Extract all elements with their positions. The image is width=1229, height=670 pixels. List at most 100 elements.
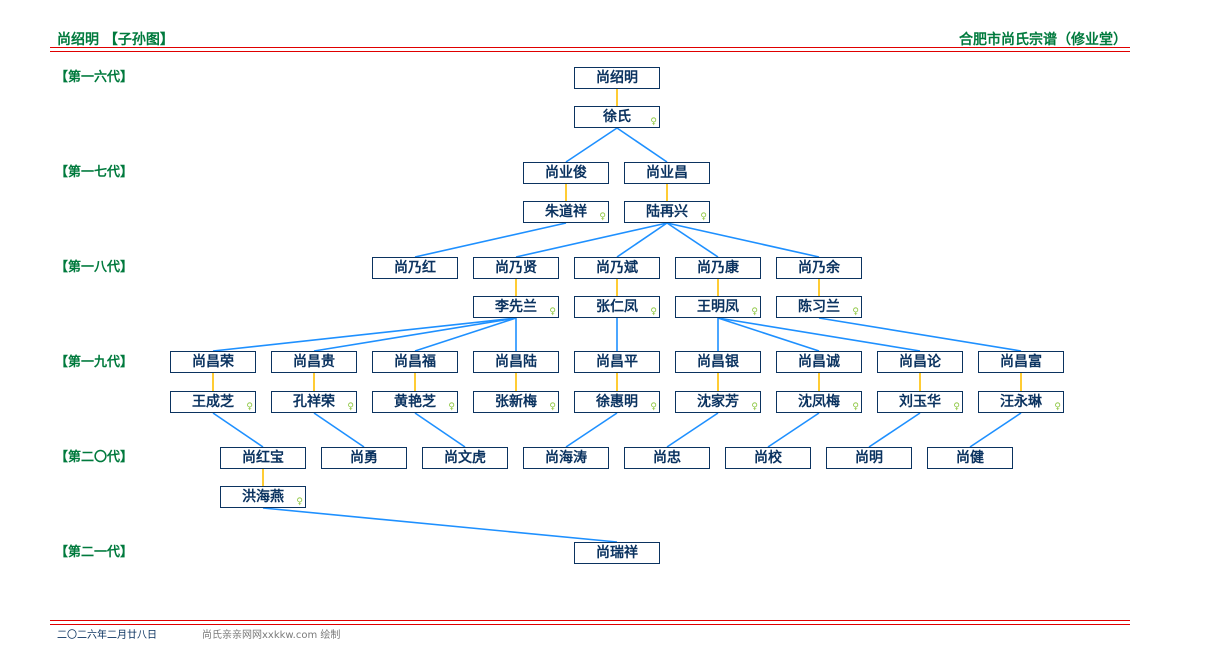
spouse-box[interactable]: 王成芝♀: [170, 391, 256, 413]
spouse-box[interactable]: 汪永琳♀: [978, 391, 1064, 413]
person-name: 尚健: [956, 450, 984, 466]
header-rule: [50, 47, 1130, 48]
person-box[interactable]: 尚业俊: [523, 162, 609, 184]
person-box[interactable]: 尚瑞祥: [574, 542, 660, 564]
female-icon: ♀: [700, 212, 707, 222]
person-name: 尚昌福: [394, 354, 436, 370]
female-icon: ♀: [549, 307, 556, 317]
spouse-box[interactable]: 沈家芳 ♀: [675, 391, 761, 413]
descent-line: [666, 412, 719, 448]
person-box[interactable]: 尚昌陆: [473, 351, 559, 373]
person-box[interactable]: 尚乃余: [776, 257, 862, 279]
person-name: 尚昌诚: [798, 354, 840, 370]
person-name: 尚海涛: [545, 450, 587, 466]
person-box[interactable]: 尚健: [927, 447, 1013, 469]
person-box[interactable]: 尚乃康: [675, 257, 761, 279]
generation-label: 【第二一代】: [55, 545, 134, 560]
person-name: 张仁凤: [596, 299, 638, 315]
person-name: 徐惠明: [596, 394, 638, 410]
female-icon: ♀: [751, 402, 758, 412]
person-box[interactable]: 尚明: [826, 447, 912, 469]
person-name: 沈凤梅: [798, 394, 840, 410]
female-icon: ♀: [852, 402, 859, 412]
footer-date: 二〇二六年二月廿八日: [57, 630, 157, 641]
person-box[interactable]: 尚昌贵: [271, 351, 357, 373]
spouse-box[interactable]: 刘玉华♀: [877, 391, 963, 413]
person-box[interactable]: 尚乃斌: [574, 257, 660, 279]
person-name: 尚乃斌: [596, 260, 638, 276]
person-name: 沈家芳: [697, 394, 739, 410]
person-name: 尚昌荣: [192, 354, 234, 370]
spouse-box[interactable]: 王明凤 ♀: [675, 296, 761, 318]
person-box[interactable]: 尚绍明: [574, 67, 660, 89]
person-box[interactable]: 尚忠: [624, 447, 710, 469]
spouse-box[interactable]: 孔祥荣♀: [271, 391, 357, 413]
descent-line: [565, 127, 618, 163]
spouse-box[interactable]: 黄艳芝♀: [372, 391, 458, 413]
footer-rule: [50, 620, 1130, 621]
descent-line: [666, 222, 820, 258]
descent-line: [515, 222, 668, 258]
person-name: 尚业俊: [545, 165, 587, 181]
descent-line: [868, 412, 921, 448]
person-name: 尚昌陆: [495, 354, 537, 370]
person-box[interactable]: 尚昌平: [574, 351, 660, 373]
person-box[interactable]: 尚校: [725, 447, 811, 469]
female-icon: ♀: [296, 497, 303, 507]
person-box[interactable]: 尚昌荣: [170, 351, 256, 373]
person-box[interactable]: 尚文虎: [422, 447, 508, 469]
person-box[interactable]: 尚业昌: [624, 162, 710, 184]
spouse-box[interactable]: 徐惠明 ♀: [574, 391, 660, 413]
genealogy-title: 合肥市尚氏宗谱（修业堂）: [959, 32, 1127, 48]
person-box[interactable]: 尚昌诚: [776, 351, 862, 373]
spouse-box[interactable]: 徐氏♀: [574, 106, 660, 128]
person-name: 尚昌富: [1000, 354, 1042, 370]
descent-line: [717, 317, 820, 352]
person-name: 陈习兰: [798, 299, 840, 315]
spouse-box[interactable]: 张仁凤♀: [574, 296, 660, 318]
person-name: 尚昌论: [899, 354, 941, 370]
person-name: 王成芝: [192, 394, 234, 410]
descent-line: [414, 222, 567, 258]
person-box[interactable]: 尚勇: [321, 447, 407, 469]
female-icon: ♀: [650, 402, 657, 412]
descent-line: [969, 412, 1022, 448]
female-icon: ♀: [549, 402, 556, 412]
person-box[interactable]: 尚红宝: [220, 447, 306, 469]
person-name: 尚文虎: [444, 450, 486, 466]
person-name: 尚乃余: [798, 260, 840, 276]
person-name: 尚瑞祥: [596, 545, 638, 561]
person-name: 洪海燕: [242, 489, 284, 505]
person-name: 王明凤: [697, 299, 739, 315]
person-name: 尚昌平: [596, 354, 638, 370]
generation-label: 【第一八代】: [55, 260, 134, 275]
spouse-box[interactable]: 陈习兰♀: [776, 296, 862, 318]
female-icon: ♀: [751, 307, 758, 317]
generation-label: 【第一六代】: [55, 70, 134, 85]
spouse-box[interactable]: 朱道祥♀: [523, 201, 609, 223]
person-box[interactable]: 尚昌银: [675, 351, 761, 373]
person-name: 陆再兴: [646, 204, 688, 220]
person-box[interactable]: 尚昌富: [978, 351, 1064, 373]
person-box[interactable]: 尚乃贤: [473, 257, 559, 279]
female-icon: ♀: [650, 117, 657, 127]
descent-line: [717, 317, 921, 352]
person-box[interactable]: 尚海涛: [523, 447, 609, 469]
spouse-box[interactable]: 洪海燕 ♀: [220, 486, 306, 508]
person-box[interactable]: 尚乃红: [372, 257, 458, 279]
descent-line: [767, 412, 820, 448]
person-box[interactable]: 尚昌福: [372, 351, 458, 373]
person-name: 尚明: [855, 450, 883, 466]
spouse-box[interactable]: 沈凤梅 ♀: [776, 391, 862, 413]
spouse-box[interactable]: 李先兰♀: [473, 296, 559, 318]
person-box[interactable]: 尚昌论: [877, 351, 963, 373]
person-name: 张新梅: [495, 394, 537, 410]
spouse-box[interactable]: 陆再兴 ♀: [624, 201, 710, 223]
footer-credit: 尚氏亲亲网网xxkkw.com 绘制: [202, 630, 341, 641]
chart-title: 尚绍明 【子孙图】: [57, 32, 174, 48]
footer-rule: [50, 624, 1130, 625]
spouse-box[interactable]: 张新梅 ♀: [473, 391, 559, 413]
person-name: 尚业昌: [646, 165, 688, 181]
descent-line: [565, 412, 618, 448]
